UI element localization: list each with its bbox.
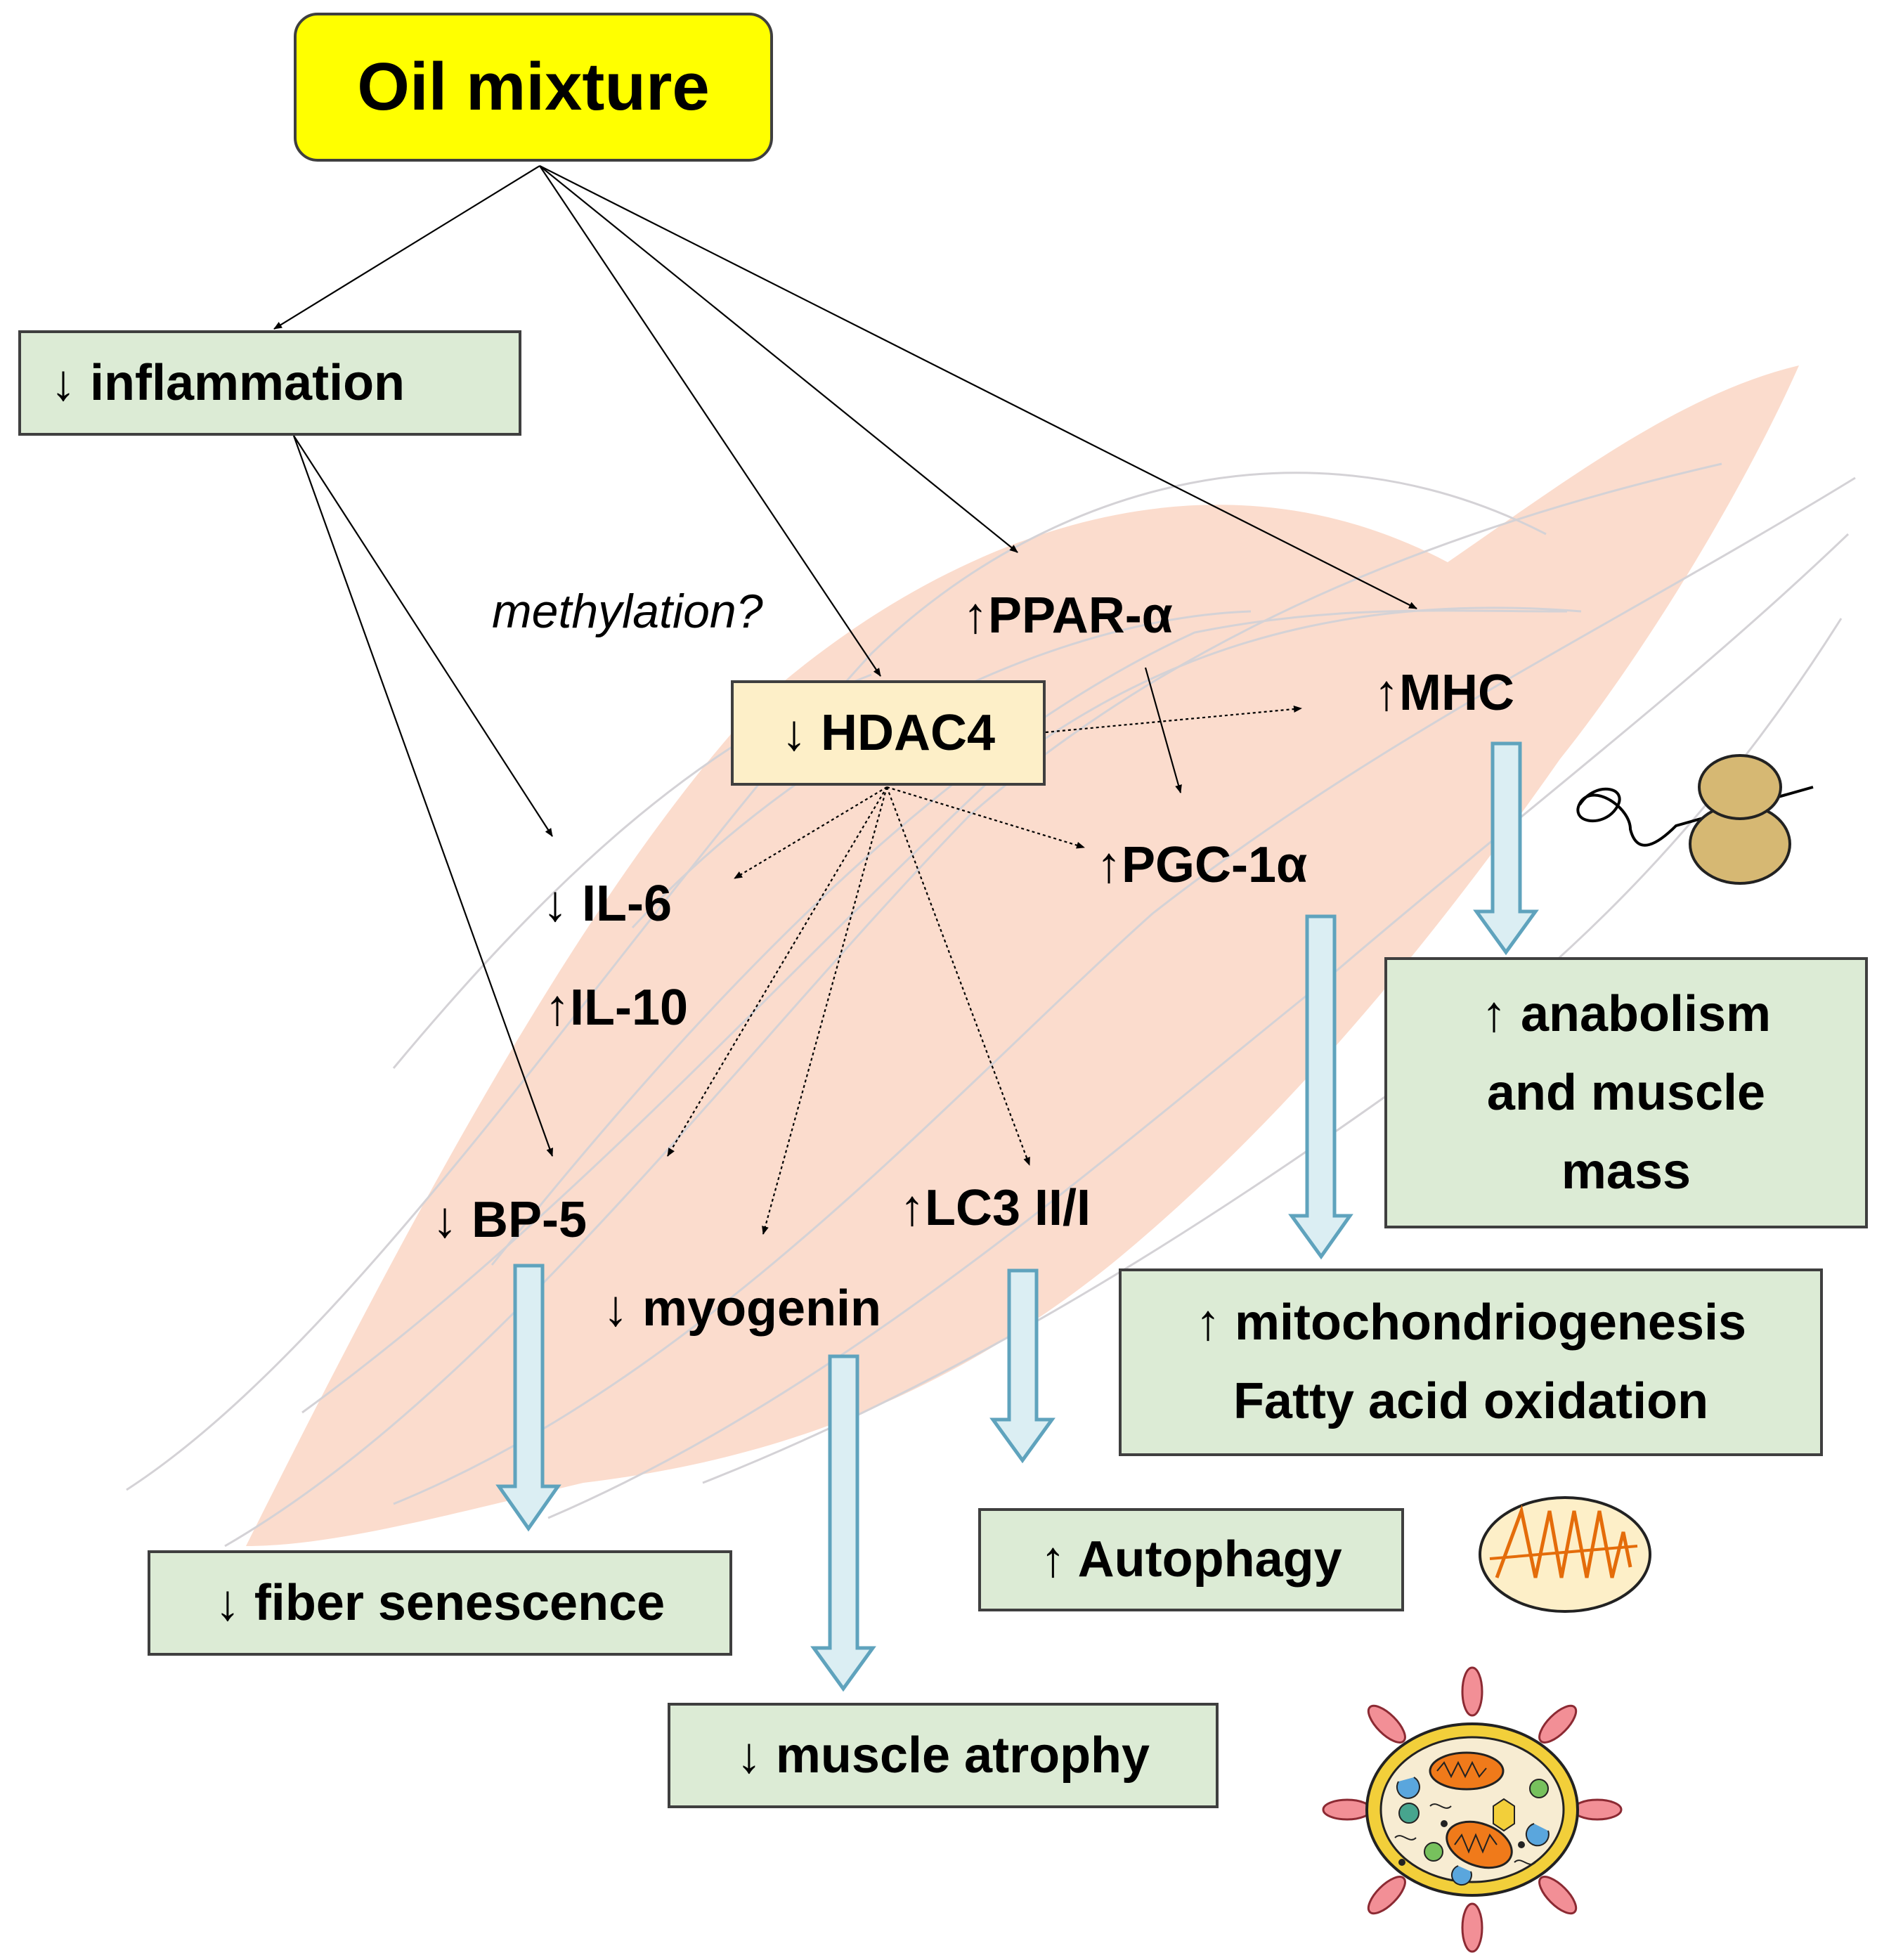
hdac4-label: ↓ HDAC4 bbox=[781, 704, 996, 761]
oil-mixture-box: Oil mixture bbox=[294, 13, 773, 162]
lc3-label: ↑LC3 II/I bbox=[899, 1180, 1091, 1236]
arrow-hdac4-mhc bbox=[1045, 706, 1302, 734]
il10-label: ↑IL-10 bbox=[545, 980, 689, 1036]
block-arrow-lc3-autophagy bbox=[989, 1268, 1056, 1464]
ppar-alpha-label: ↑PPAR-α bbox=[963, 588, 1173, 644]
arrow-hdac4-myogenin bbox=[762, 786, 888, 1235]
inflammation-label: ↓ inflammation bbox=[51, 354, 405, 411]
autophagosome-icon bbox=[1322, 1666, 1623, 1953]
mhc-label: ↑MHC bbox=[1374, 665, 1514, 721]
arrow-inflammation-il6 bbox=[293, 435, 553, 837]
autophagy-box: ↑ Autophagy bbox=[978, 1508, 1404, 1611]
block-arrows bbox=[495, 741, 1539, 1692]
arrow-oil-hdac4 bbox=[539, 165, 881, 677]
arrow-ppar-pgc bbox=[1144, 667, 1182, 793]
arrow-oil-ppar bbox=[539, 165, 1018, 553]
muscle-fiber-background bbox=[126, 365, 1856, 1547]
mitochondriogenesis-box: ↑ mitochondriogenesis Fatty acid oxidati… bbox=[1119, 1268, 1823, 1456]
arrow-hdac4-bp5 bbox=[667, 786, 888, 1157]
mitochondrion-icon bbox=[1479, 1496, 1651, 1613]
muscle-fiber-lines bbox=[126, 462, 1856, 1547]
hdac4-box: ↓ HDAC4 bbox=[731, 680, 1046, 786]
inflammation-box: ↓ inflammation bbox=[18, 330, 521, 436]
arrow-hdac4-pgc bbox=[886, 786, 1085, 849]
pgc-1alpha-label: ↑PGC-1α bbox=[1096, 837, 1308, 893]
muscle-atrophy-box: ↓ muscle atrophy bbox=[668, 1703, 1219, 1808]
connectors bbox=[273, 165, 1417, 1235]
bp5-label: ↓ BP-5 bbox=[432, 1192, 587, 1248]
muscle-atrophy-label: ↓ muscle atrophy bbox=[736, 1727, 1150, 1784]
myogenin-label: ↓ myogenin bbox=[603, 1280, 882, 1337]
il6-label: ↓ IL-6 bbox=[543, 876, 673, 932]
arrow-hdac4-il6 bbox=[734, 786, 888, 879]
arrow-oil-inflammation bbox=[273, 165, 540, 330]
mitochondriogenesis-label: ↑ mitochondriogenesis Fatty acid oxidati… bbox=[1195, 1294, 1747, 1429]
arrow-inflammation-bp5 bbox=[292, 435, 554, 1157]
oil-mixture-label: Oil mixture bbox=[357, 49, 710, 125]
fiber-senescence-box: ↓ fiber senescence bbox=[148, 1550, 732, 1656]
methylation-label: methylation? bbox=[492, 585, 763, 638]
block-arrow-myogenin-atrophy bbox=[810, 1354, 876, 1692]
anabolism-box: ↑ anabolism and muscle mass bbox=[1384, 957, 1868, 1228]
block-arrow-mhc-anabolism bbox=[1473, 741, 1539, 956]
block-arrow-bp5-senescence bbox=[495, 1264, 561, 1532]
fiber-senescence-label: ↓ fiber senescence bbox=[214, 1574, 665, 1631]
autophagy-label: ↑ Autophagy bbox=[1040, 1531, 1342, 1588]
muscle-shape bbox=[246, 365, 1799, 1546]
anabolism-label: ↑ anabolism and muscle mass bbox=[1481, 985, 1772, 1200]
ribosome-icon bbox=[1576, 754, 1814, 885]
block-arrow-pgc-mito bbox=[1288, 914, 1353, 1260]
arrow-oil-mhc bbox=[539, 165, 1417, 609]
